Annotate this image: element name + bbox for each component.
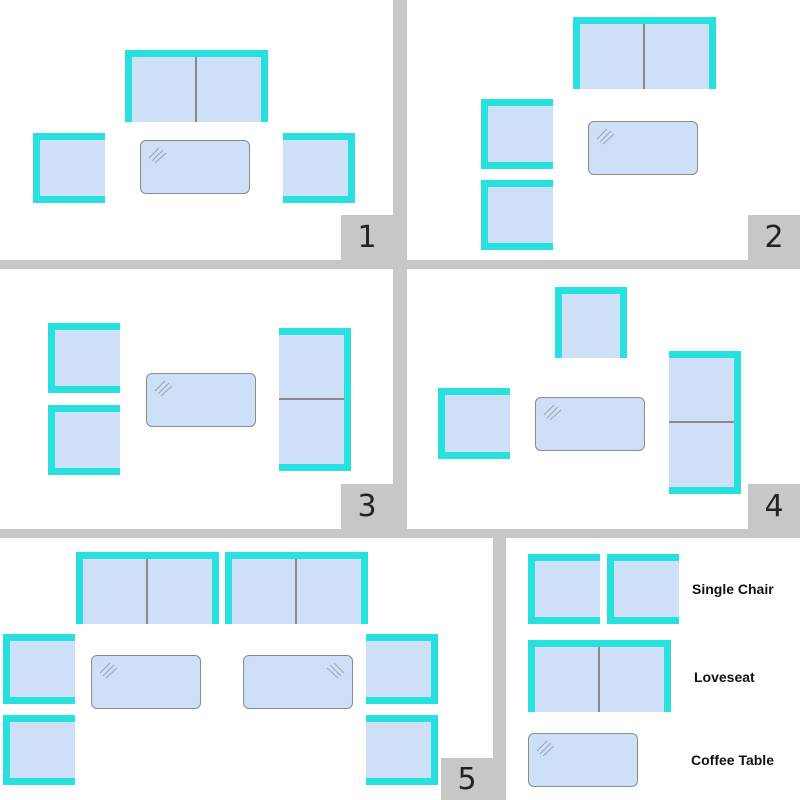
coffee-table xyxy=(243,655,353,709)
loveseat-sample xyxy=(528,640,671,712)
single-chair xyxy=(33,133,105,203)
panel-number: 4 xyxy=(764,489,784,524)
loveseat xyxy=(669,351,741,494)
legend-label-coffee-table: Coffee Table xyxy=(691,752,774,768)
coffee-table-sample xyxy=(528,733,638,787)
single-chair xyxy=(283,133,355,203)
single-chair xyxy=(438,388,510,459)
cushion-divider xyxy=(146,559,148,624)
glass-glare-icon xyxy=(99,662,118,679)
panel-number-badge: 2 xyxy=(748,215,800,260)
layout-panel-2: 2 xyxy=(407,0,800,260)
loveseat xyxy=(225,552,368,624)
cushion-divider xyxy=(295,559,297,624)
single-chair xyxy=(366,715,438,785)
coffee-table xyxy=(588,121,698,175)
legend-panel: Single Chair Loveseat Coffee Table xyxy=(506,538,800,800)
coffee-table xyxy=(91,655,201,709)
panel-number-badge: 5 xyxy=(441,758,493,800)
single-chair xyxy=(48,405,120,475)
glass-glare-icon xyxy=(154,380,173,397)
glass-glare-icon xyxy=(326,662,345,679)
cushion-divider xyxy=(195,57,197,122)
loveseat xyxy=(573,17,716,89)
panel-number-badge: 3 xyxy=(341,484,393,529)
single-chair xyxy=(555,287,627,358)
single-chair-sample xyxy=(607,554,679,624)
panel-number: 3 xyxy=(357,489,377,524)
layout-panel-5: 5 xyxy=(0,538,493,800)
coffee-table xyxy=(140,140,250,194)
coffee-table xyxy=(535,397,645,451)
coffee-table xyxy=(146,373,256,427)
glass-glare-icon xyxy=(596,128,615,145)
single-chair xyxy=(3,715,75,785)
single-chair xyxy=(48,323,120,393)
panel-number-badge: 1 xyxy=(341,215,393,260)
loveseat xyxy=(76,552,219,624)
single-chair xyxy=(3,634,75,704)
panel-number: 5 xyxy=(457,761,477,797)
layout-panel-1: 1 xyxy=(0,0,393,260)
loveseat xyxy=(125,50,268,122)
layout-panel-3: 3 xyxy=(0,269,393,529)
cushion-divider xyxy=(643,24,645,89)
single-chair xyxy=(366,634,438,704)
legend-label-loveseat: Loveseat xyxy=(694,669,755,685)
panel-number: 2 xyxy=(764,220,784,255)
single-chair xyxy=(481,180,553,250)
legend-label-single-chair: Single Chair xyxy=(692,581,774,597)
single-chair-sample xyxy=(528,554,600,624)
panel-number-badge: 4 xyxy=(748,484,800,529)
cushion-divider xyxy=(598,647,600,712)
glass-glare-icon xyxy=(148,147,167,164)
single-chair xyxy=(481,99,553,169)
loveseat xyxy=(279,328,351,471)
glass-glare-icon xyxy=(536,740,555,757)
glass-glare-icon xyxy=(543,404,562,421)
cushion-divider xyxy=(669,421,734,423)
panel-number: 1 xyxy=(357,220,377,255)
cushion-divider xyxy=(279,398,344,400)
layout-panel-4: 4 xyxy=(407,269,800,529)
